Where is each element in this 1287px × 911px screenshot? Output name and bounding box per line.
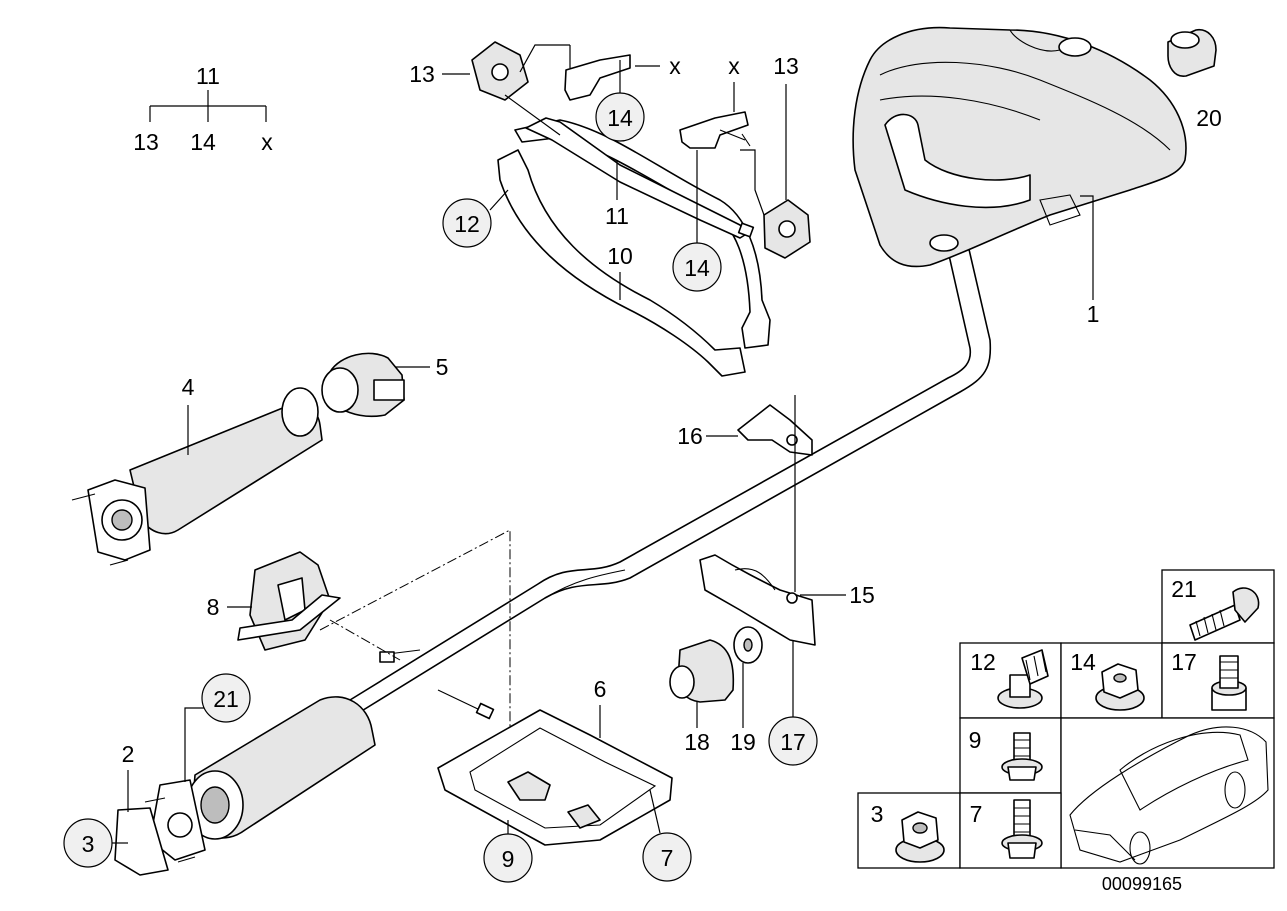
label-11-bracket: 11 (605, 203, 629, 229)
rubber-mount: 8 (207, 529, 511, 760)
label-7-part: 7 (661, 845, 674, 871)
label-6: 6 (594, 676, 607, 702)
legend-right-label: x (261, 129, 273, 155)
label-14-mid: 14 (684, 255, 710, 281)
rubber-damper: 18 (669, 639, 735, 755)
pipe-clamp: 5 (321, 352, 449, 418)
label-x-top-left: x (669, 53, 681, 79)
label-3-part: 3 (82, 831, 95, 857)
rear-bracket-assembly: 11 10 12 (442, 117, 771, 377)
legend-top-label: 11 (196, 63, 220, 89)
grid-label-7: 7 (970, 801, 983, 827)
flange-nut-3-icon (895, 811, 945, 863)
label-12: 12 (454, 211, 480, 237)
label-13-right: 13 (773, 53, 799, 79)
grid-label-17: 17 (1171, 649, 1197, 675)
legend-tree: 11 13 14 x (133, 63, 273, 155)
tailpipe-cap: 20 (1167, 28, 1222, 131)
grid-label-3: 3 (871, 801, 884, 827)
rubber-hanger-right: 13 x 14 (672, 53, 811, 292)
label-2: 2 (122, 741, 135, 767)
label-13-left: 13 (409, 61, 435, 87)
diagram-id: 00099165 (1102, 874, 1182, 894)
flange-nut-14-icon (1095, 663, 1145, 711)
label-15: 15 (849, 582, 875, 608)
label-1: 1 (1087, 301, 1100, 327)
rear-silencer: 1 (852, 26, 1187, 327)
hardware-grid: 21 12 14 17 9 3 7 (857, 569, 1275, 869)
car-outline-icon (1069, 726, 1269, 865)
label-16: 16 (677, 423, 703, 449)
pipe-bracket-15: 15 (699, 554, 875, 646)
legend-left-label: 13 (133, 129, 159, 155)
label-14-top: 14 (607, 105, 633, 131)
rubber-hanger-left: 13 14 x (409, 41, 681, 142)
flange-bolt-9-icon (1001, 732, 1043, 781)
center-silencer: 21 2 3 (63, 673, 376, 876)
legend-mid-label: 14 (190, 129, 216, 155)
label-x-top-right: x (728, 53, 740, 79)
bolt-7-icon (1001, 799, 1043, 859)
label-8: 8 (207, 594, 220, 620)
grid-label-14: 14 (1070, 649, 1096, 675)
label-4: 4 (182, 374, 195, 400)
label-17-part: 17 (780, 729, 806, 755)
grid-label-9: 9 (969, 727, 982, 753)
flange-bolt-12-icon (997, 649, 1049, 709)
bolt-21-icon (1189, 587, 1260, 641)
label-5: 5 (436, 354, 449, 380)
label-19: 19 (730, 729, 756, 755)
grid-label-21: 21 (1171, 576, 1197, 602)
label-9-part: 9 (502, 846, 515, 872)
label-21-part: 21 (213, 686, 239, 712)
label-10: 10 (607, 243, 633, 269)
washer: 19 (730, 626, 763, 755)
socket-screw-17-icon (1211, 655, 1247, 711)
grid-label-12: 12 (970, 649, 996, 675)
front-silencer: 4 (71, 374, 323, 566)
label-18: 18 (684, 729, 710, 755)
label-20: 20 (1196, 105, 1222, 131)
pipe-bracket-16: 16 (677, 395, 813, 592)
heat-shield: 6 9 7 (437, 676, 692, 883)
